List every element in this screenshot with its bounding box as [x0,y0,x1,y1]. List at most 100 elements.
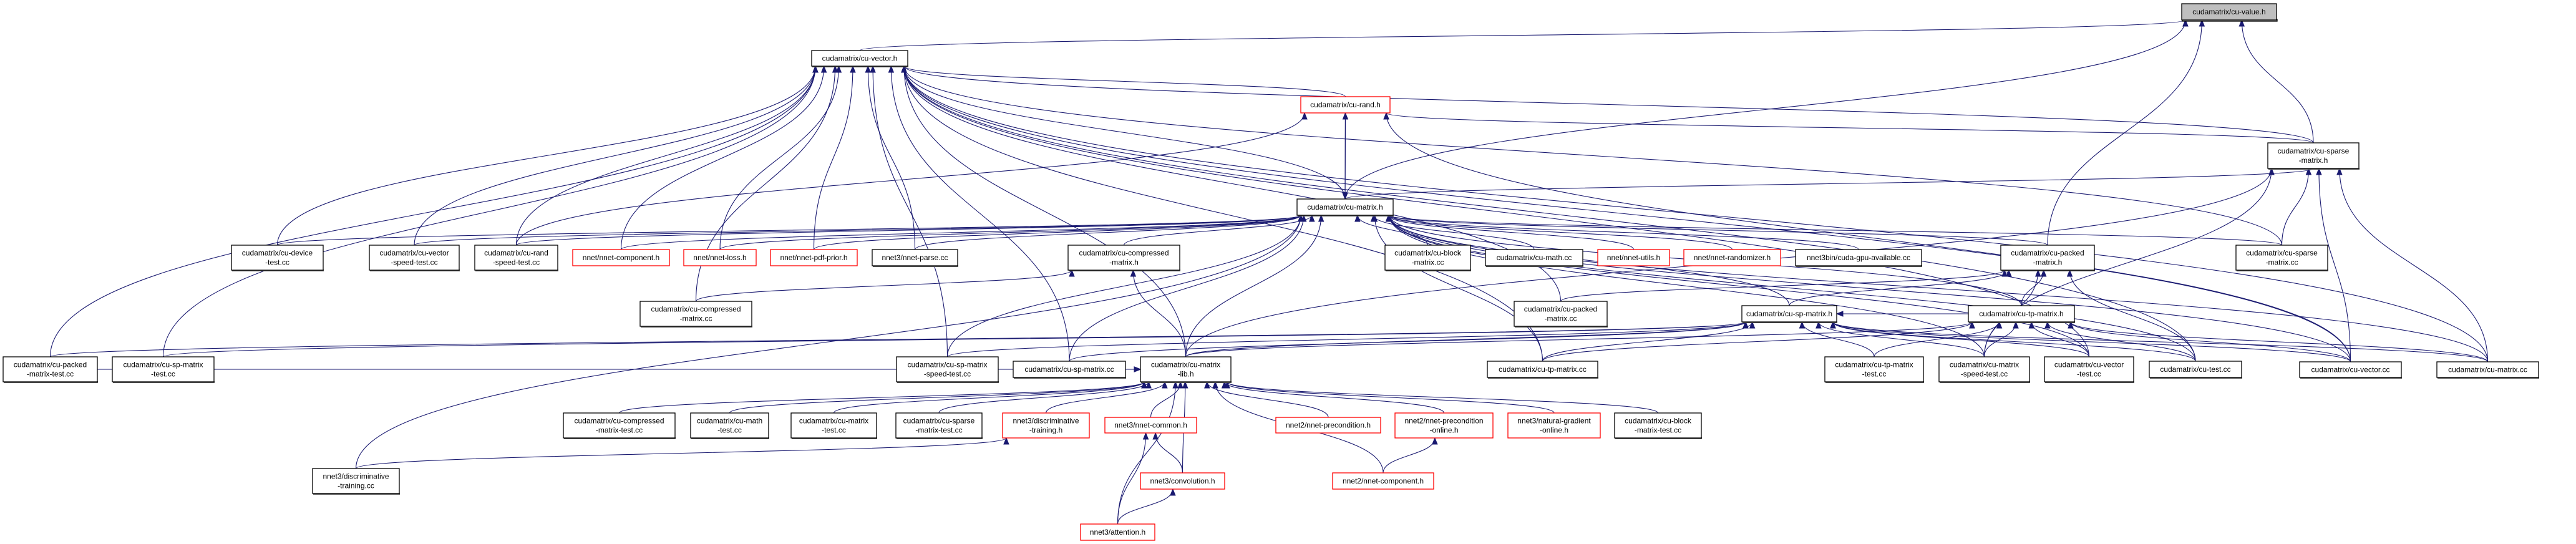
node-label: cudamatrix/cu-vector.cc [2311,366,2389,374]
edge-cu-math-test-cc-to-cu-matrix-lib-h [729,381,1147,414]
node-cu-device-test-cc[interactable]: cudamatrix/cu-device-test.cc [231,245,324,271]
node-label: nnet/nnet-randomizer.h [1694,253,1771,262]
edge-cu-sparse-matrix-h-to-cu-matrix-h [1342,168,2314,200]
node-nnet2-nnet-precondition-h[interactable]: nnet2/nnet-precondition.h [1275,417,1381,434]
node-cu-matrix-cc[interactable]: cudamatrix/cu-matrix.cc [2436,361,2539,379]
edge-line [1117,381,1176,525]
arrowhead-icon [1130,269,1137,277]
edge-line [2070,321,2489,362]
node-natural-gradient-online-h[interactable]: nnet3/natural-gradient-online.h [1507,412,1601,439]
node-cuda-gpu-available-cc[interactable]: nnet3bin/cuda-gpu-available.cc [1795,249,1922,267]
node-cu-sp-matrix-speed-test-cc[interactable]: cudamatrix/cu-sp-matrix-speed-test.cc [896,356,999,383]
arrowhead-icon [1301,112,1308,120]
node-cu-sparse-matrix-cc[interactable]: cudamatrix/cu-sparse-matrix.cc [2235,245,2328,271]
edge-line [938,381,1149,414]
node-cu-compressed-matrix-cc[interactable]: cudamatrix/cu-compressed-matrix.cc [639,301,752,328]
node-cu-sp-matrix-cc[interactable]: cudamatrix/cu-sp-matrix.cc [1013,361,1126,379]
node-label: nnet3/nnet-common.h [1114,421,1187,430]
node-label: -test.cc [822,426,846,435]
edge-line [903,66,2283,246]
nodes-layer: cudamatrix/cu-value.hcudamatrix/cu-vecto… [2,3,2539,541]
node-cu-packed-matrix-cc[interactable]: cudamatrix/cu-packed-matrix.cc [1514,301,1608,328]
edge-line [1132,270,1187,357]
node-discriminative-training-h[interactable]: nnet3/discriminative-training.h [1002,412,1090,439]
arrowhead-icon [1182,381,1188,389]
node-cu-test-cc[interactable]: cudamatrix/cu-test.cc [2149,361,2242,379]
node-cu-vector-speed-test-cc[interactable]: cudamatrix/cu-vector-speed-test.cc [369,245,460,271]
node-cu-matrix-test-cc[interactable]: cudamatrix/cu-matrix-test.cc [790,412,877,439]
node-nnet-component-h[interactable]: nnet/nnet-component.h [572,249,670,266]
node-nnet-randomizer-h[interactable]: nnet/nnet-randomizer.h [1683,249,1781,266]
arrowhead-icon [1383,112,1389,120]
node-cu-math-cc[interactable]: cudamatrix/cu-math.cc [1485,249,1583,267]
node-cu-tp-matrix-h[interactable]: cudamatrix/cu-tp-matrix.h [1968,305,2075,323]
node-cu-packed-matrix-h[interactable]: cudamatrix/cu-packed-matrix.h [2000,245,2095,271]
edge-line [1383,437,1436,474]
node-cu-rand-h[interactable]: cudamatrix/cu-rand.h [1300,96,1391,114]
edge-cu-tp-matrix-h-to-cu-sp-matrix-h [1835,311,1968,317]
node-box [1597,249,1670,266]
node-cu-sp-matrix-test-cc[interactable]: cudamatrix/cu-sp-matrix-test.cc [112,356,215,383]
node-label: -matrix-test.cc [596,426,643,435]
edge-cu-matrix-lib-h-to-cu-compressed-matrix-h [1130,269,1187,357]
edge-nnet-loss-h-to-cu-vector-h [719,65,842,250]
edge-line [1389,215,2489,362]
edge-line [1818,321,1985,357]
node-label: cudamatrix/cu-tp-matrix.h [1979,309,2063,318]
edge-cu-packed-matrix-h-to-cu-value-h [2047,19,2205,246]
node-cu-vector-cc[interactable]: cudamatrix/cu-vector.cc [2299,361,2402,379]
edge-cu-matrix-cc-to-cu-sparse-matrix-h [2336,167,2489,362]
node-nnet3-convolution-h[interactable]: nnet3/convolution.h [1140,472,1225,490]
edge-line [1789,270,2010,306]
node-cu-compressed-matrix-h[interactable]: cudamatrix/cu-compressed-matrix.h [1067,245,1180,271]
node-cu-compressed-matrix-test-cc[interactable]: cudamatrix/cu-compressed-matrix-test.cc [563,412,676,439]
node-cu-sparse-matrix-h[interactable]: cudamatrix/cu-sparse-matrix.h [2267,142,2360,170]
node-label: -training.h [1029,426,1062,435]
node-cu-sp-matrix-h[interactable]: cudamatrix/cu-sp-matrix.h [1741,305,1837,323]
node-nnet3-attention-h[interactable]: nnet3/attention.h [1080,523,1155,541]
arrowhead-icon [1134,366,1142,372]
edge-line [946,321,1746,357]
node-cu-vector-test-cc[interactable]: cudamatrix/cu-vector-test.cc [2044,356,2134,383]
edge-line [2070,321,2351,362]
node-box [811,50,908,67]
edge-cu-sp-matrix-cc-to-cu-sp-matrix-h [1069,321,1749,362]
node-discriminative-training-cc[interactable]: nnet3/discriminative-training.cc [312,468,400,495]
node-cu-sparse-matrix-test-cc[interactable]: cudamatrix/cu-sparse-matrix-test.cc [895,412,983,439]
edge-cu-packed-matrix-test-cc-to-cu-sp-matrix-h [49,321,1749,357]
arrowhead-icon [1069,269,1075,277]
node-label: cudamatrix/cu-test.cc [2160,365,2230,374]
edge-cu-vector-test-cc-to-cu-tp-matrix-h [2028,321,2090,357]
node-nnet2-nnet-component-h[interactable]: nnet2/nnet-component.h [1332,472,1434,490]
node-cu-matrix-h[interactable]: cudamatrix/cu-matrix.h [1296,198,1394,216]
node-cu-math-test-cc[interactable]: cudamatrix/cu-math-test.cc [690,412,769,439]
node-box [1824,356,1924,382]
node-cu-block-matrix-cc[interactable]: cudamatrix/cu-block-matrix.cc [1384,245,1471,271]
node-nnet3-nnet-common-h[interactable]: nnet3/nnet-common.h [1104,417,1197,434]
edge-cu-device-test-cc-to-cu-vector-h [276,65,819,246]
node-cu-vector-h[interactable]: cudamatrix/cu-vector.h [811,50,908,67]
node-nnet2-nnet-precondition-online-h[interactable]: nnet2/nnet-precondition-online.h [1394,412,1494,439]
node-box [1614,412,1702,439]
edge-line [162,321,1746,357]
arrowhead-icon [1298,214,1304,222]
node-nnet-pdf-prior-h[interactable]: nnet/nnet-pdf-prior.h [770,249,858,266]
edge-cu-tp-matrix-test-cc-to-cu-sp-matrix-h [1799,321,1875,357]
node-cu-rand-speed-test-cc[interactable]: cudamatrix/cu-rand-speed-test.cc [474,245,558,271]
node-label: cudamatrix/cu-math.cc [1497,253,1572,262]
node-nnet3-nnet-parse-cc[interactable]: nnet3/nnet-parse.cc [872,249,958,267]
node-box [1140,472,1225,490]
node-cu-tp-matrix-test-cc[interactable]: cudamatrix/cu-tp-matrix-test.cc [1824,356,1924,383]
node-cu-tp-matrix-cc[interactable]: cudamatrix/cu-tp-matrix.cc [1487,361,1598,379]
node-nnet-loss-h[interactable]: nnet/nnet-loss.h [683,249,757,266]
node-cu-block-matrix-test-cc[interactable]: cudamatrix/cu-block-matrix-test.cc [1614,412,1702,439]
node-box [2436,361,2539,378]
node-cu-packed-matrix-test-cc[interactable]: cudamatrix/cu-packed-matrix-test.cc [2,356,98,383]
node-cu-matrix-lib-h[interactable]: cudamatrix/cu-matrix-lib.h [1140,356,1232,383]
node-box [1485,249,1583,266]
node-nnet-utils-h[interactable]: nnet/nnet-utils.h [1597,249,1670,266]
node-cu-matrix-speed-test-cc[interactable]: cudamatrix/cu-matrix-speed-test.cc [1938,356,2030,383]
node-label: -matrix.h [2033,258,2063,267]
edge-line [903,66,2090,357]
